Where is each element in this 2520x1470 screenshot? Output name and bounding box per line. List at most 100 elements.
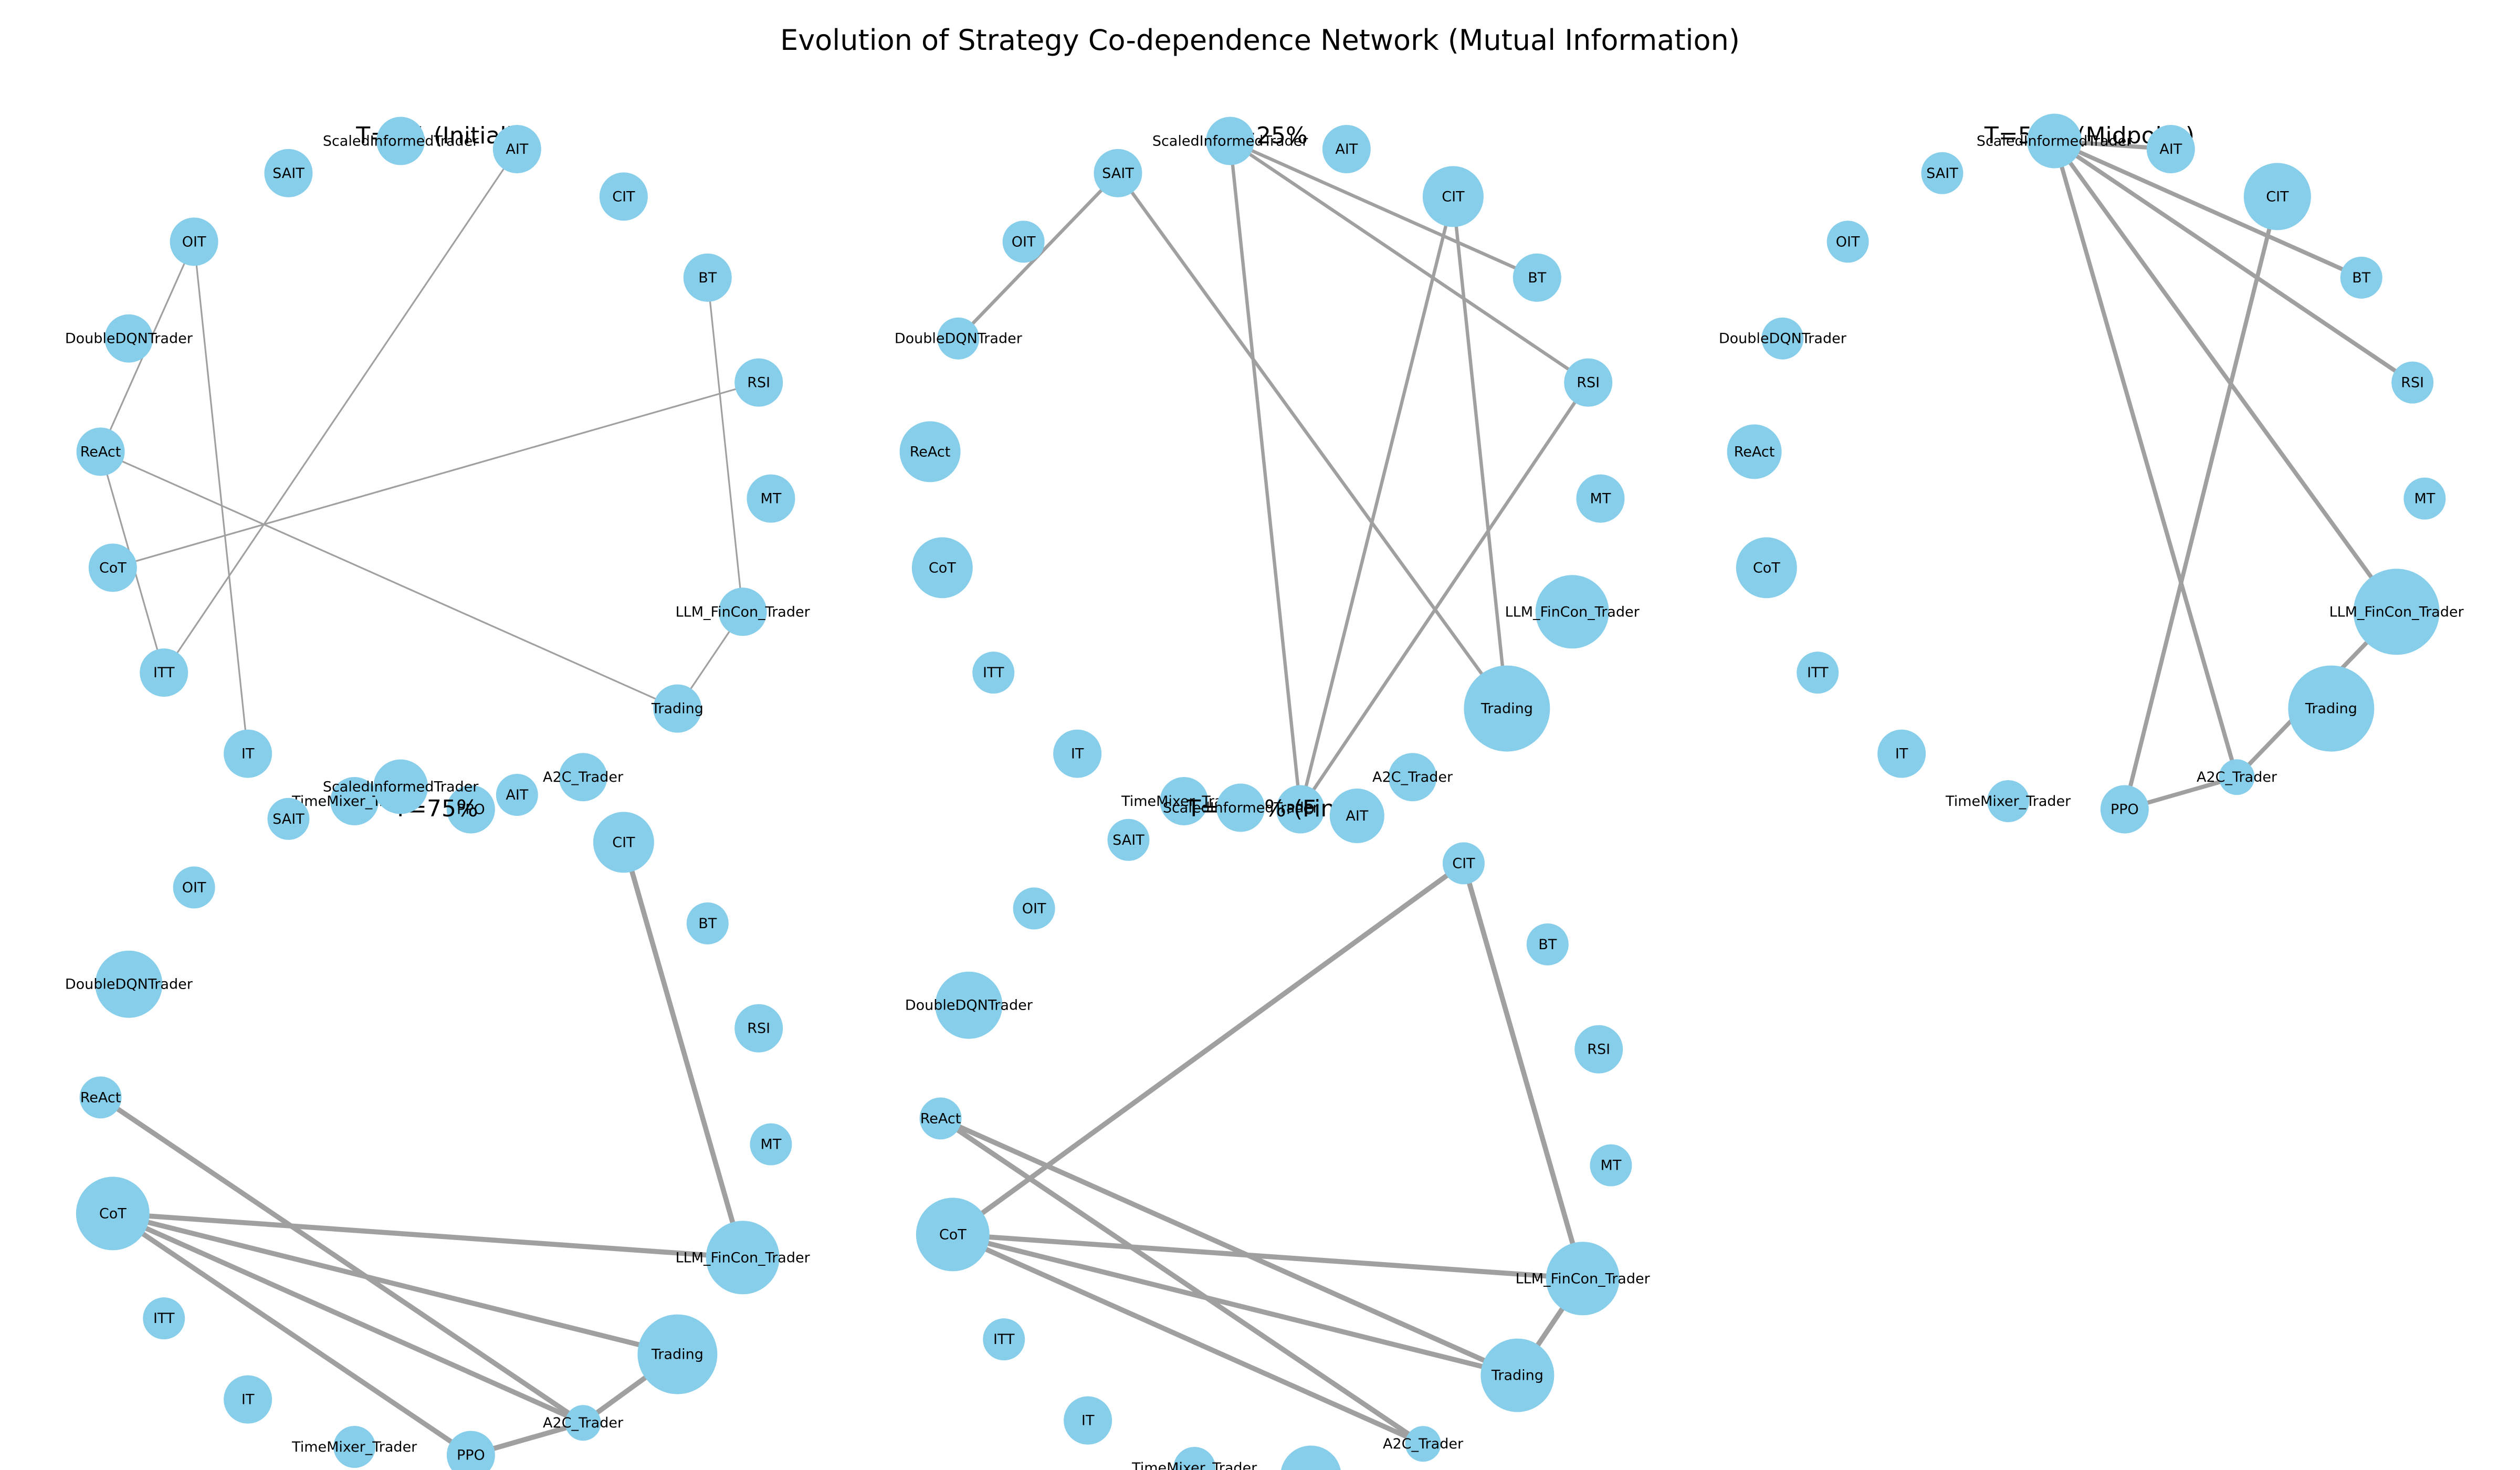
node-label-cot: CoT	[1753, 560, 1780, 576]
node-label-oit: OIT	[1012, 234, 1036, 250]
panels-container: T=0% (Initial)ScaledInformedTraderAITCIT…	[65, 113, 2464, 1470]
edge-react-a2c-trader	[939, 1116, 1425, 1446]
edge-cit-llm-fincon-trader	[1461, 863, 1586, 1279]
node-label-scaledinformedtrader: ScaledInformedTrader	[323, 133, 479, 150]
node-bt	[1526, 923, 1569, 965]
edge-oit-it	[193, 242, 249, 754]
node-label-react: ReAct	[80, 444, 121, 460]
node-label-it: IT	[1082, 1413, 1095, 1429]
node-rsi	[734, 358, 783, 407]
figure-title: Evolution of Strategy Co-dependence Netw…	[780, 24, 1740, 57]
node-cit	[593, 812, 654, 873]
node-timemixer-trader	[1173, 1447, 1216, 1470]
node-label-ait: AIT	[1335, 141, 1358, 158]
edge-cit-ppo	[1298, 196, 1455, 810]
node-label-ppo: PPO	[2110, 801, 2139, 817]
node-label-cot: CoT	[99, 1205, 127, 1222]
edge-scaledinformedtrader-bt	[2053, 139, 2362, 280]
node-label-mt: MT	[2414, 491, 2435, 507]
node-mt	[747, 474, 795, 523]
node-itt	[143, 1297, 185, 1340]
node-label-mt: MT	[1590, 491, 1611, 507]
node-react	[1727, 424, 1782, 479]
node-label-rsi: RSI	[1577, 375, 1600, 391]
node-bt	[686, 902, 729, 944]
node-bt	[683, 253, 732, 302]
node-doubledqntrader	[1761, 317, 1804, 360]
node-label-doubledqntrader: DoubleDQNTrader	[895, 331, 1023, 347]
node-llm-fincon-trader	[1535, 575, 1609, 649]
node-mt	[1576, 474, 1625, 523]
node-label-a2c-trader: A2C_Trader	[1372, 769, 1453, 785]
node-label-llm-fincon-trader: LLM_FinCon_Trader	[2329, 604, 2464, 620]
edge-react-trading	[939, 1116, 1519, 1378]
node-label-sait: SAIT	[1102, 165, 1134, 182]
node-label-llm-fincon-trader: LLM_FinCon_Trader	[1505, 604, 1640, 620]
edge-scaledinformedtrader-a2c-trader	[2052, 140, 2239, 778]
node-label-oit: OIT	[182, 879, 206, 896]
node-doubledqntrader	[935, 971, 1003, 1039]
node-label-doubledqntrader: DoubleDQNTrader	[65, 976, 193, 993]
node-oit	[1826, 220, 1869, 263]
node-label-scaledinformedtrader: ScaledInformedTrader	[1977, 133, 2133, 150]
node-label-it: IT	[1895, 746, 1908, 762]
node-label-cit: CIT	[2266, 188, 2289, 205]
node-ait	[492, 125, 541, 174]
node-a2c-trader	[565, 1405, 601, 1441]
node-ppo	[1281, 1445, 1341, 1470]
node-timemixer-trader	[330, 776, 379, 825]
node-label-timemixer-trader: TimeMixer_Trader	[291, 1439, 417, 1455]
node-doubledqntrader	[104, 314, 153, 363]
edge-cot-a2c-trader	[111, 1211, 584, 1425]
node-cit	[1442, 842, 1485, 885]
node-cot	[76, 1177, 150, 1251]
node-label-react: ReAct	[80, 1089, 121, 1106]
node-label-doubledqntrader: DoubleDQNTrader	[65, 331, 193, 347]
network-panel-3: T=50% (Midpoint)ScaledInformedTraderAITC…	[1719, 113, 2464, 834]
node-group: ScaledInformedTraderAITCITBTRSIMTLLM_Fin…	[905, 783, 1651, 1470]
edge-cot-llm-fincon-trader	[112, 1211, 743, 1261]
node-ppo	[2100, 785, 2149, 834]
edge-cot-a2c-trader	[951, 1232, 1424, 1446]
edge-cot-ppo	[111, 1211, 472, 1457]
node-group: ScaledInformedTraderAITCITBTRSIMTLLM_Fin…	[65, 759, 811, 1470]
node-oit	[173, 866, 215, 909]
network-panel-4: T=75%ScaledInformedTraderAITCITBTRSIMTLL…	[65, 759, 811, 1470]
node-label-cot: CoT	[939, 1226, 967, 1243]
node-cit	[2243, 163, 2311, 230]
node-llm-fincon-trader	[1546, 1242, 1620, 1316]
node-label-react: ReAct	[1734, 444, 1775, 460]
network-panel-5: T=100% (Final)ScaledInformedTraderAITCIT…	[905, 783, 1651, 1470]
node-label-sait: SAIT	[272, 811, 304, 827]
node-group: ScaledInformedTraderAITCITBTRSIMTLLM_Fin…	[65, 117, 811, 834]
node-rsi	[1564, 358, 1613, 407]
node-itt	[983, 1318, 1025, 1361]
node-label-timemixer-trader: TimeMixer_Trader	[1131, 1460, 1257, 1470]
node-label-llm-fincon-trader: LLM_FinCon_Trader	[1516, 1270, 1651, 1287]
node-ppo	[446, 785, 495, 834]
node-cot	[916, 1198, 990, 1272]
edge-scaledinformedtrader-ppo	[1228, 141, 1303, 810]
node-a2c-trader	[559, 753, 607, 802]
node-oit	[1013, 887, 1055, 930]
edge-cot-trading	[952, 1232, 1518, 1378]
node-cot	[911, 537, 973, 598]
node-label-sait: SAIT	[272, 165, 304, 182]
node-label-cot: CoT	[99, 560, 127, 576]
node-it	[1064, 1396, 1112, 1445]
network-panel-2: T=25%ScaledInformedTraderAITCITBTRSIMTLL…	[895, 117, 1640, 834]
node-label-bt: BT	[698, 916, 717, 932]
edge-cot-llm-fincon-trader	[952, 1232, 1583, 1282]
node-label-it: IT	[242, 746, 255, 762]
node-label-timemixer-trader: TimeMixer_Trader	[1945, 793, 2071, 810]
node-llm-fincon-trader	[718, 587, 767, 636]
node-rsi	[1574, 1025, 1623, 1074]
node-label-ait: AIT	[2159, 141, 2182, 158]
node-label-bt: BT	[1528, 270, 1547, 286]
node-label-ait: AIT	[1346, 808, 1368, 824]
node-doubledqntrader	[95, 950, 163, 1018]
node-label-cit: CIT	[1442, 188, 1465, 205]
node-label-rsi: RSI	[2401, 375, 2424, 391]
node-react	[76, 427, 125, 476]
node-label-trading: Trading	[651, 1347, 704, 1363]
